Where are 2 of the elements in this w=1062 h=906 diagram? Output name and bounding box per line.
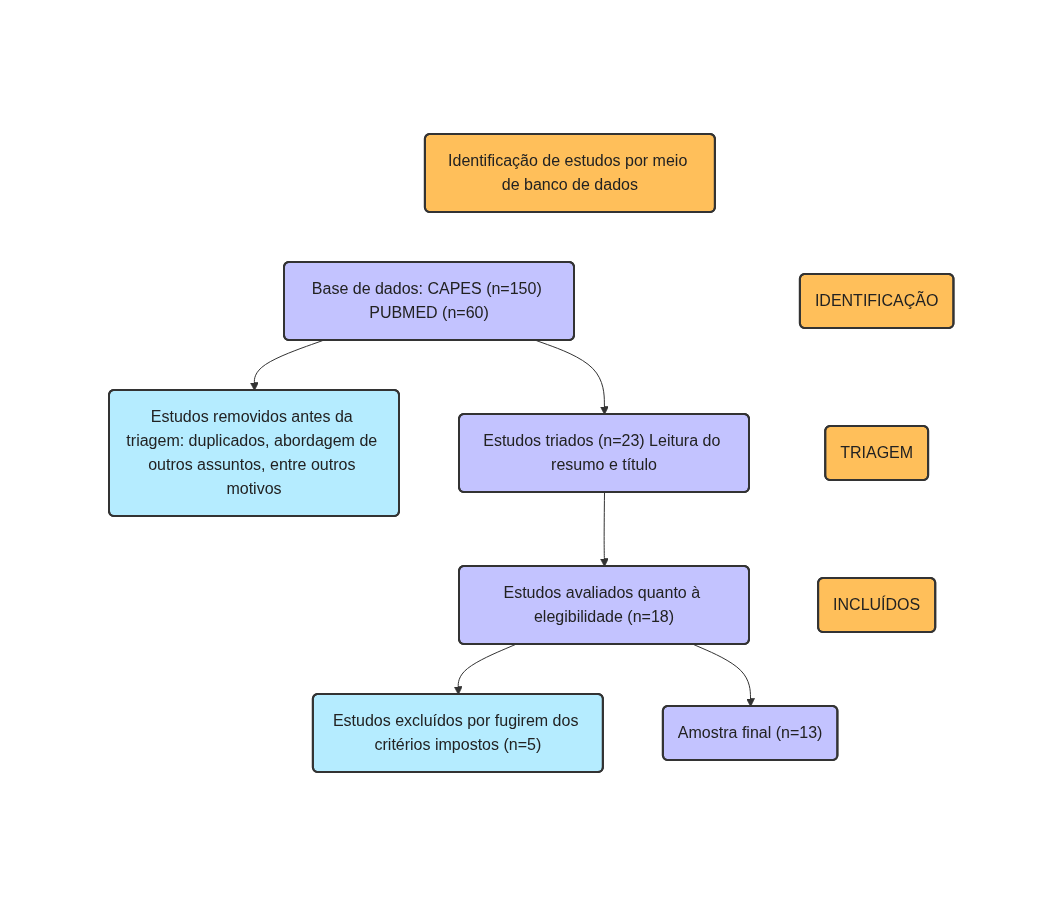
arrow — [599, 492, 609, 567]
arrow — [453, 644, 516, 695]
